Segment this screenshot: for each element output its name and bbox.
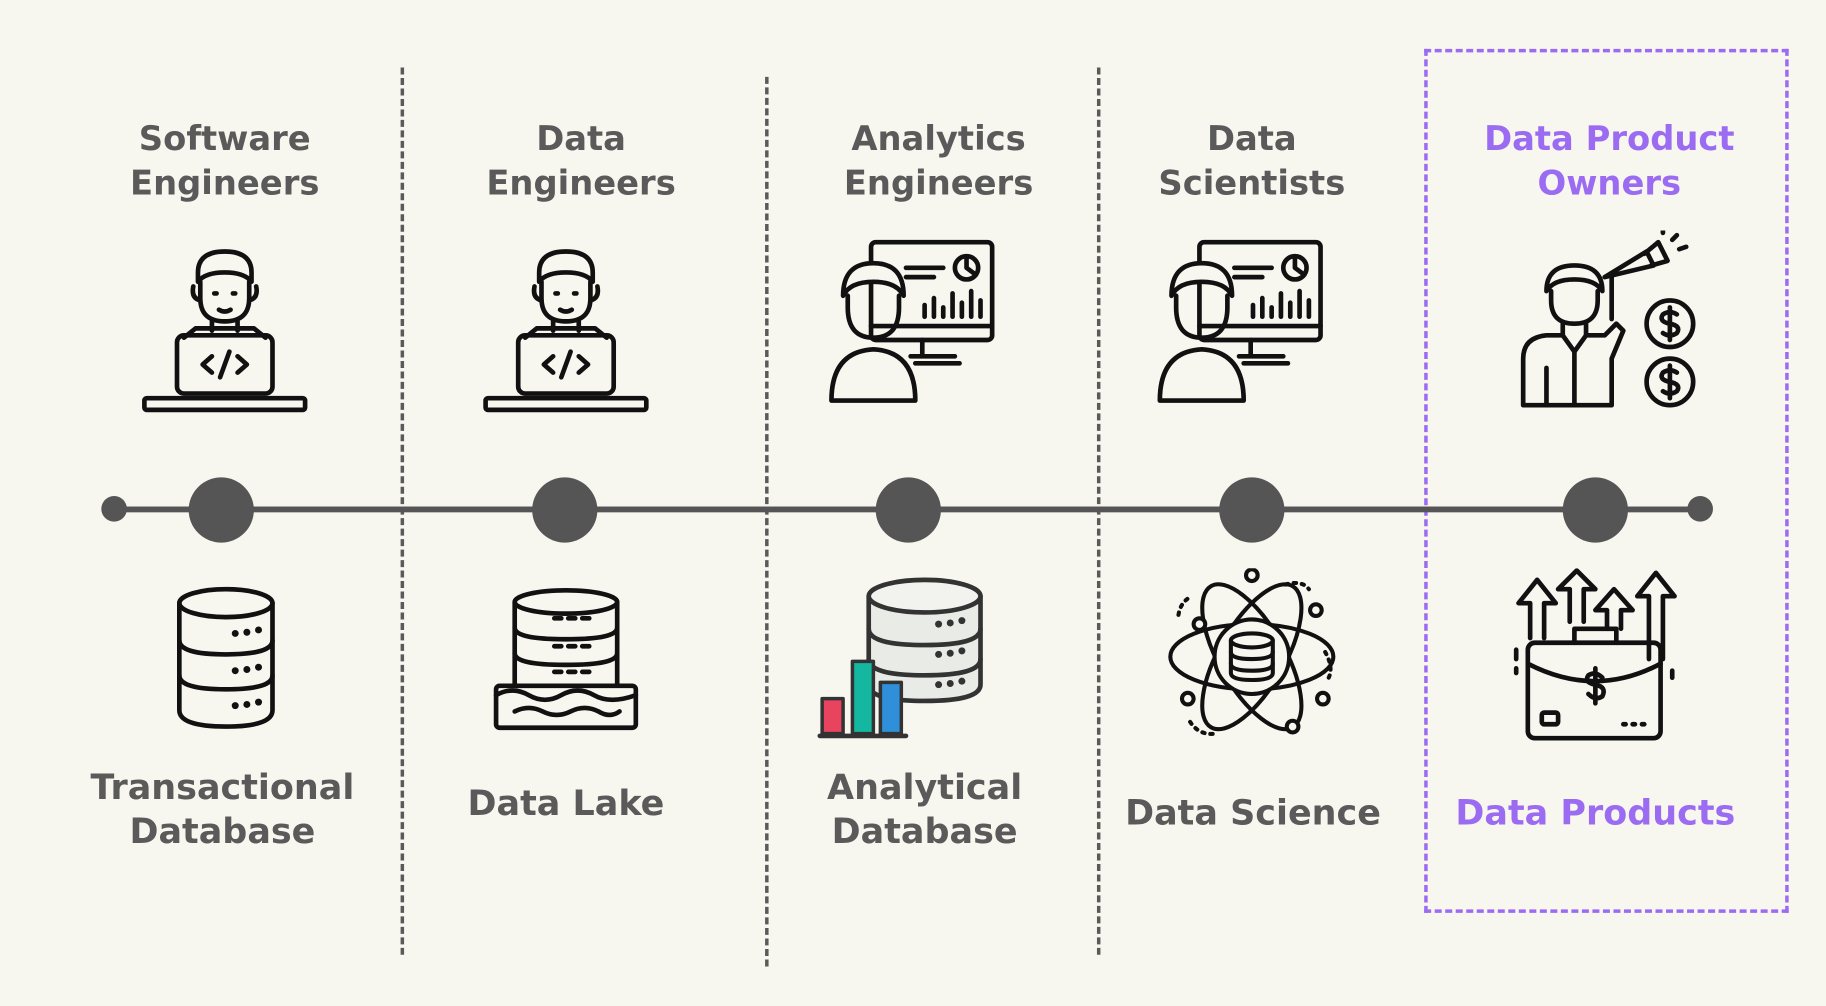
tech-label-data-lake: Data Lake (467, 783, 665, 825)
data-science-atom-icon (1165, 568, 1340, 745)
timeline-node (1219, 477, 1285, 543)
timeline-start-dot (101, 496, 127, 522)
data-engineer-icon (479, 247, 654, 422)
tech-label-data-products: Data Products (1455, 792, 1736, 834)
data-product-owner-icon (1514, 230, 1700, 417)
timeline-end-dot (1687, 496, 1713, 522)
role-title-data-scientists: Data Scientists (1158, 118, 1346, 203)
data-products-briefcase-icon (1505, 568, 1687, 745)
timeline-node (188, 477, 254, 543)
database-icon (170, 582, 282, 736)
timeline-node (1562, 477, 1628, 543)
analytical-database-icon (815, 573, 987, 743)
data-lake-icon (489, 586, 643, 735)
tech-label-transactional-database: Transactional Database (90, 767, 355, 853)
column-divider (765, 76, 769, 967)
timeline-node (875, 477, 941, 543)
role-title-analytics-engineers: Analytics Engineers (843, 118, 1034, 203)
role-title-data-engineers: Data Engineers (486, 118, 676, 203)
tech-label-data-science: Data Science (1125, 792, 1381, 834)
analytics-engineer-icon (827, 235, 1002, 410)
role-title-software-engineers: Software Engineers (130, 118, 320, 203)
tech-label-analytical-database: Analytical Database (827, 767, 1023, 853)
data-scientist-icon (1155, 235, 1330, 410)
timeline-node (532, 477, 598, 543)
highlight-box (1424, 48, 1789, 913)
role-title-data-product-owners: Data Product Owners (1484, 118, 1735, 203)
software-engineer-icon (137, 247, 312, 422)
